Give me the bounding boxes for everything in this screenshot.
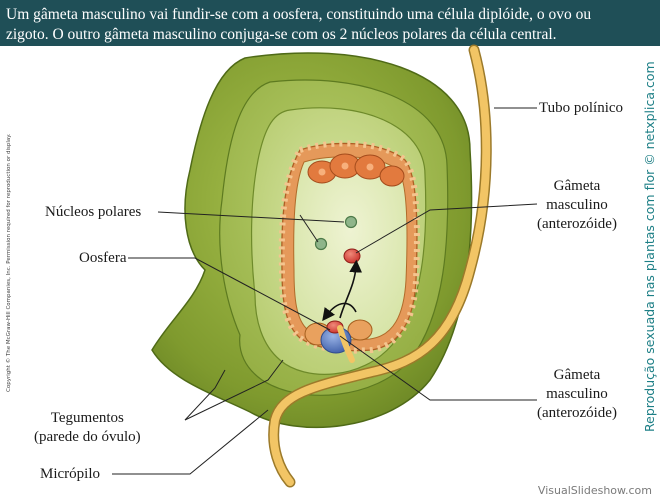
polar-nucleus-1 <box>344 215 358 229</box>
label-gameta-upper-line3: (anterozóide) <box>537 216 617 232</box>
label-nucleos-polares: Núcleos polares <box>45 204 142 220</box>
sperm-path-arrow-up <box>339 259 363 319</box>
label-gameta-lower-line2: masculino <box>546 386 608 402</box>
label-tegumentos-line1: Tegumentos <box>50 410 124 426</box>
antipodal-cells <box>307 153 405 187</box>
embryo-sac-wall-pattern <box>278 140 420 354</box>
label-gameta-upper-line2: masculino <box>546 197 608 213</box>
label-micropilo: Micrópilo <box>40 466 100 482</box>
label-gameta-lower-line3: (anterozóide) <box>537 405 617 421</box>
leader-lines <box>112 107 538 475</box>
credit-text: Reprodução sexuada nas plantas com flor … <box>642 61 657 432</box>
header-line-2: zigoto. O outro gâmeta masculino conjuga… <box>6 26 557 43</box>
label-gameta-lower: Gâmeta masculino (anterozóide) <box>537 366 617 423</box>
label-tegumentos: Tegumentos (parede do óvulo) <box>34 409 141 447</box>
polar-nucleus-2 <box>314 237 328 251</box>
label-gameta-lower-line1: Gâmeta <box>553 367 601 383</box>
header-line-1: Um gâmeta masculino vai fundir-se com a … <box>6 6 592 23</box>
label-tubo-polinico: Tubo polínico <box>539 100 624 116</box>
label-oosfera: Oosfera <box>79 250 127 266</box>
copyright-notice: Copyright © The McGraw-Hill Companies, I… <box>6 133 12 392</box>
label-gameta-upper: Gâmeta masculino (anterozóide) <box>537 177 617 234</box>
header-bar: Um gâmeta masculino vai fundir-se com a … <box>0 0 660 46</box>
label-tegumentos-line2: (parede do óvulo) <box>34 429 141 445</box>
label-gameta-upper-line1: Gâmeta <box>553 178 601 194</box>
sperm-cell-upper <box>343 248 361 264</box>
sperm-path-arrow-egg <box>322 302 357 322</box>
watermark: VisualSlideshow.com <box>537 484 652 497</box>
